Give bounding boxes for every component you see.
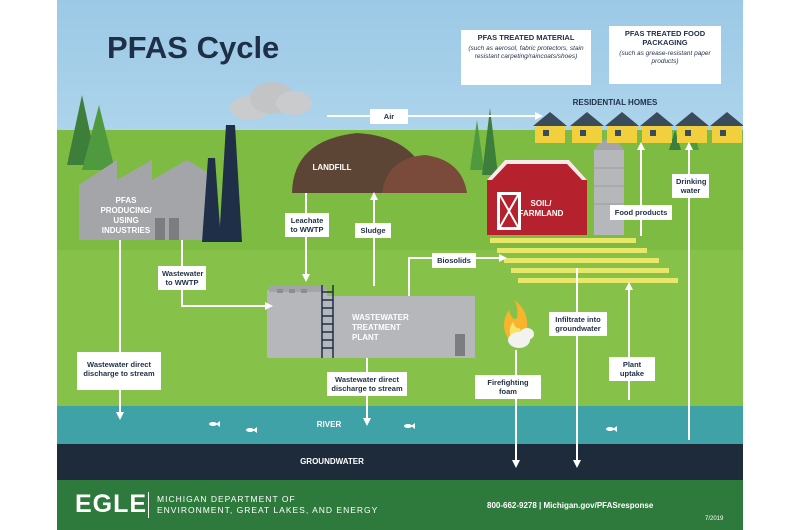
department-line-1: MICHIGAN DEPARTMENT OF — [157, 494, 296, 504]
biosolids-label: Biosolids — [432, 253, 476, 268]
flow-lines — [119, 115, 690, 460]
firefighting-foam-label: Firefighting foam — [475, 375, 541, 399]
silo-icon — [594, 139, 624, 235]
plant-uptake-label: Plant uptake — [609, 357, 655, 381]
department-name: MICHIGAN DEPARTMENT OF ENVIRONMENT, GREA… — [157, 494, 378, 516]
barn-icon — [487, 160, 587, 235]
groundwater-label: GROUNDWATER — [300, 457, 364, 466]
industries-label: PFAS PRODUCING/ USING INDUSTRIES — [100, 196, 152, 235]
soil-farmland-label: SOIL/ FARMLAND — [518, 199, 564, 218]
direct-discharge-center-label: Wastewater direct discharge to stream — [327, 372, 407, 396]
air-label: Air — [370, 109, 408, 124]
house-icon — [533, 112, 743, 143]
food-packaging-note: (such as grease-resistant paper products… — [619, 50, 711, 65]
landfill-mound — [292, 133, 467, 193]
direct-discharge-left-label: Wastewater direct discharge to stream — [77, 352, 161, 390]
river-band — [57, 406, 743, 444]
diagram-frame: PFAS Cycle Air RESIDENTIAL HOMES PFAS TR… — [57, 0, 743, 530]
wastewater-to-wwtp-label: Wastewater to WWTP — [158, 266, 206, 290]
food-packaging-callout: PFAS TREATED FOOD PACKAGING (such as gre… — [609, 26, 721, 84]
egle-logo: EGLE — [75, 490, 148, 518]
wwtp-label: WASTEWATER TREATMENT PLANT — [352, 313, 409, 342]
revision-date: 7/2019 — [705, 516, 724, 522]
treated-material-callout: PFAS TREATED MATERIAL (such as aerosol, … — [461, 30, 591, 85]
diagram-artwork — [67, 82, 743, 468]
wwtp-building — [267, 285, 475, 358]
contact-info: 800-662-9278 | Michigan.gov/PFASresponse — [487, 501, 654, 510]
smokestack-icon — [202, 125, 242, 242]
cloud-icon — [230, 82, 312, 120]
landfill-label: LANDFILL — [312, 163, 352, 172]
groundwater-band — [57, 444, 743, 480]
factory-icon — [79, 160, 207, 240]
treated-material-note: (such as aerosol, fabric protectors, sta… — [468, 45, 584, 60]
drinking-water-label: Drinking water — [672, 174, 709, 198]
treated-material-title: PFAS TREATED MATERIAL — [477, 33, 575, 42]
department-line-2: ENVIRONMENT, GREAT LAKES, AND ENERGY — [157, 505, 379, 515]
fire-icon — [504, 300, 534, 348]
sludge-label: Sludge — [355, 223, 391, 238]
leachate-label: Leachate to WWTP — [285, 213, 329, 237]
footer-divider — [148, 492, 149, 518]
fish-icon — [209, 421, 617, 433]
page-title: PFAS Cycle — [107, 30, 280, 65]
footer-bar — [57, 480, 743, 530]
river-label: RIVER — [316, 420, 342, 429]
food-packaging-title: PFAS TREATED FOOD PACKAGING — [624, 29, 706, 47]
infiltrate-label: Infiltrate into groundwater — [549, 312, 607, 336]
arrowheads — [116, 112, 693, 468]
residential-homes-label: RESIDENTIAL HOMES — [572, 98, 658, 107]
crop-rows — [490, 238, 678, 283]
food-products-label: Food products — [610, 205, 672, 220]
